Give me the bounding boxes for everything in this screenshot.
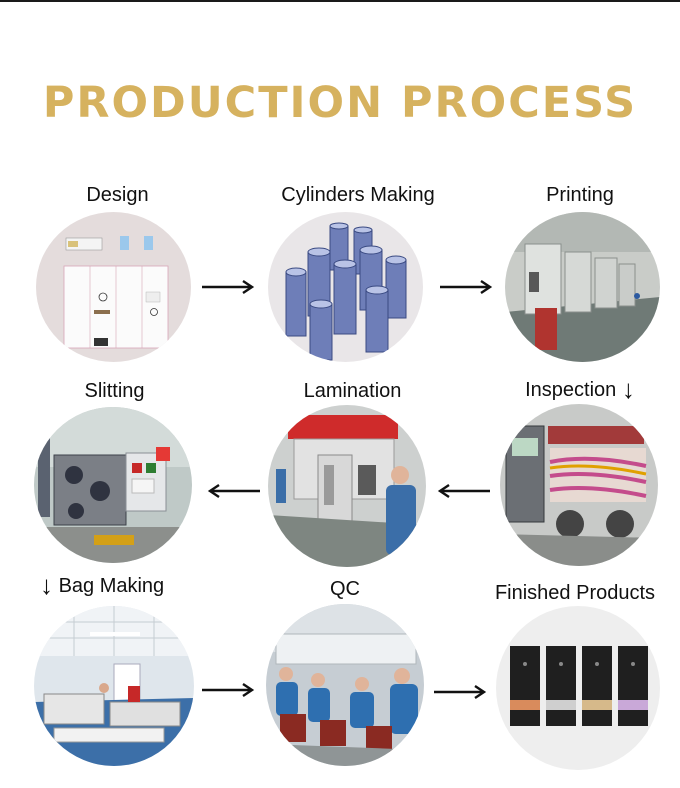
arrow-right-icon bbox=[434, 685, 487, 699]
step-label-lamination: Lamination bbox=[303, 380, 402, 402]
step-label-bag-making: ↓ Bag Making bbox=[40, 570, 165, 600]
step-label-design: Design bbox=[86, 184, 149, 206]
arrow-down-icon: ↓ bbox=[621, 374, 635, 404]
arrow-left-icon bbox=[437, 484, 490, 498]
step-label-finished: Finished Products bbox=[494, 582, 656, 604]
bag-making-image bbox=[34, 606, 194, 766]
design-image bbox=[36, 212, 191, 362]
qc-image bbox=[266, 604, 424, 766]
arrow-right-icon bbox=[202, 280, 255, 294]
slitting-image bbox=[34, 407, 192, 563]
arrow-left-icon bbox=[207, 484, 260, 498]
inspection-image bbox=[500, 404, 658, 566]
step-label-qc: QC bbox=[330, 578, 360, 600]
cylinders-image bbox=[268, 212, 423, 362]
step-label-printing: Printing bbox=[546, 184, 614, 206]
step-label-slitting: Slitting bbox=[84, 380, 145, 402]
step-label-cylinders: Cylinders Making bbox=[281, 184, 435, 206]
step-label-inspection: Inspection ↓ bbox=[525, 374, 635, 404]
lamination-image bbox=[268, 405, 426, 567]
arrow-right-icon bbox=[202, 683, 255, 697]
printing-image bbox=[505, 212, 660, 362]
page-title: PRODUCTION PROCESS bbox=[42, 78, 638, 128]
top-rule bbox=[0, 0, 680, 2]
arrow-right-icon bbox=[440, 280, 493, 294]
finished-products-image bbox=[496, 606, 660, 770]
arrow-down-icon: ↓ bbox=[40, 570, 53, 600]
